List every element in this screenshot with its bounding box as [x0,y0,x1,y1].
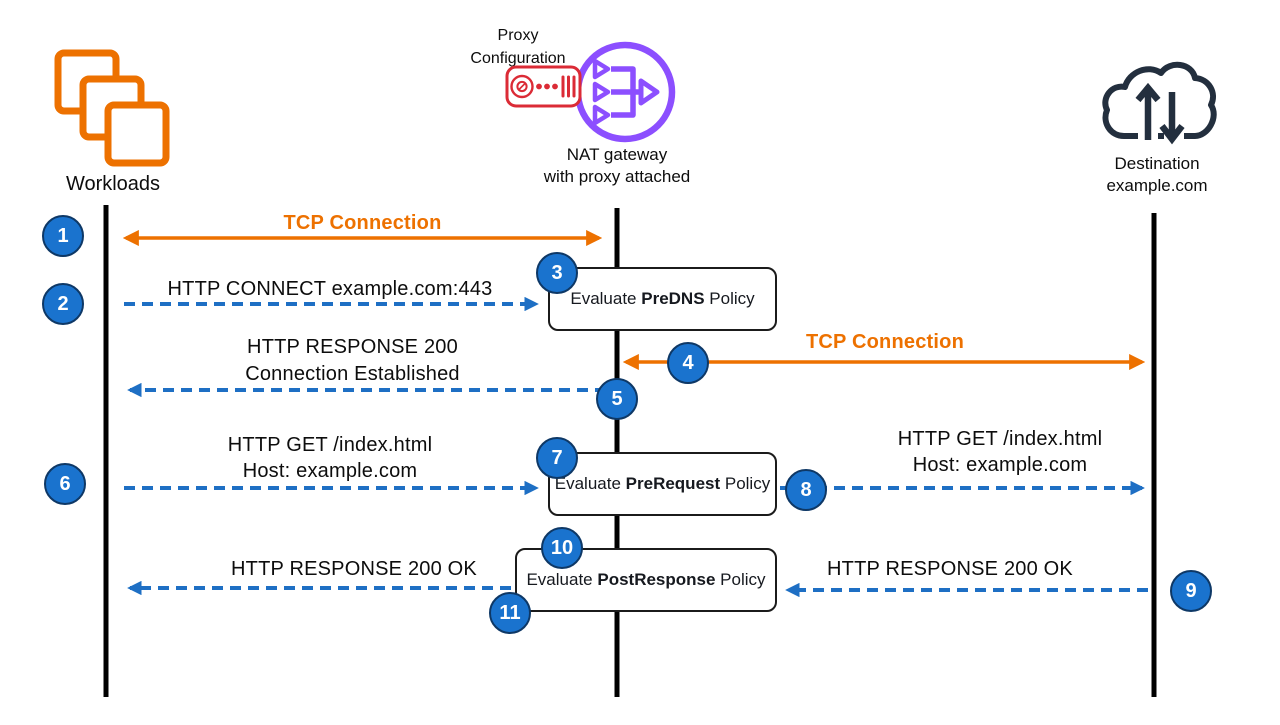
http-get-left-label: HTTP GET /index.html Host: example.com [227,434,433,482]
step-badge-9: 9 [1170,570,1212,612]
step-badge-7: 7 [536,437,578,479]
http-response-ok-right-label: HTTP RESPONSE 200 OK [827,558,1073,580]
step-badge-6: 6 [44,463,86,505]
step-badge-4: 4 [667,342,709,384]
http-response-ok-left-label: HTTP RESPONSE 200 OK [231,558,477,580]
http-response-200-label: HTTP RESPONSE 200 Connection Established [245,336,460,385]
step-badge-2: 2 [42,283,84,325]
step-badge-1: 1 [42,215,84,257]
nat-gateway-icon [574,41,676,143]
step-badge-3: 3 [536,252,578,294]
step-badge-11: 11 [489,592,531,634]
step-badge-10: 10 [541,527,583,569]
predns-policy-box: Evaluate PreDNS Policy [548,267,777,331]
destination-cloud-icon [1102,61,1217,145]
proxy-configuration-label: Proxy Configuration [470,27,566,67]
http-connect-label: HTTP CONNECT example.com:443 [167,278,493,300]
proxy-configuration-icon [505,65,582,108]
step-badge-8: 8 [785,469,827,511]
tcp-connection-right-label: TCP Connection [806,331,964,353]
destination-label: Destination example.com [1106,154,1208,195]
step-badge-5: 5 [596,378,638,420]
tcp-connection-left-label: TCP Connection [283,212,442,234]
postresponse-policy-box: Evaluate PostResponse Policy [515,548,777,612]
http-get-right-label: HTTP GET /index.html Host: example.com [897,428,1103,476]
workloads-icon [54,49,170,167]
workloads-label: Workloads [65,173,161,195]
nat-gateway-label: NAT gateway with proxy attached [543,145,691,186]
prerequest-policy-box: Evaluate PreRequest Policy [548,452,777,516]
